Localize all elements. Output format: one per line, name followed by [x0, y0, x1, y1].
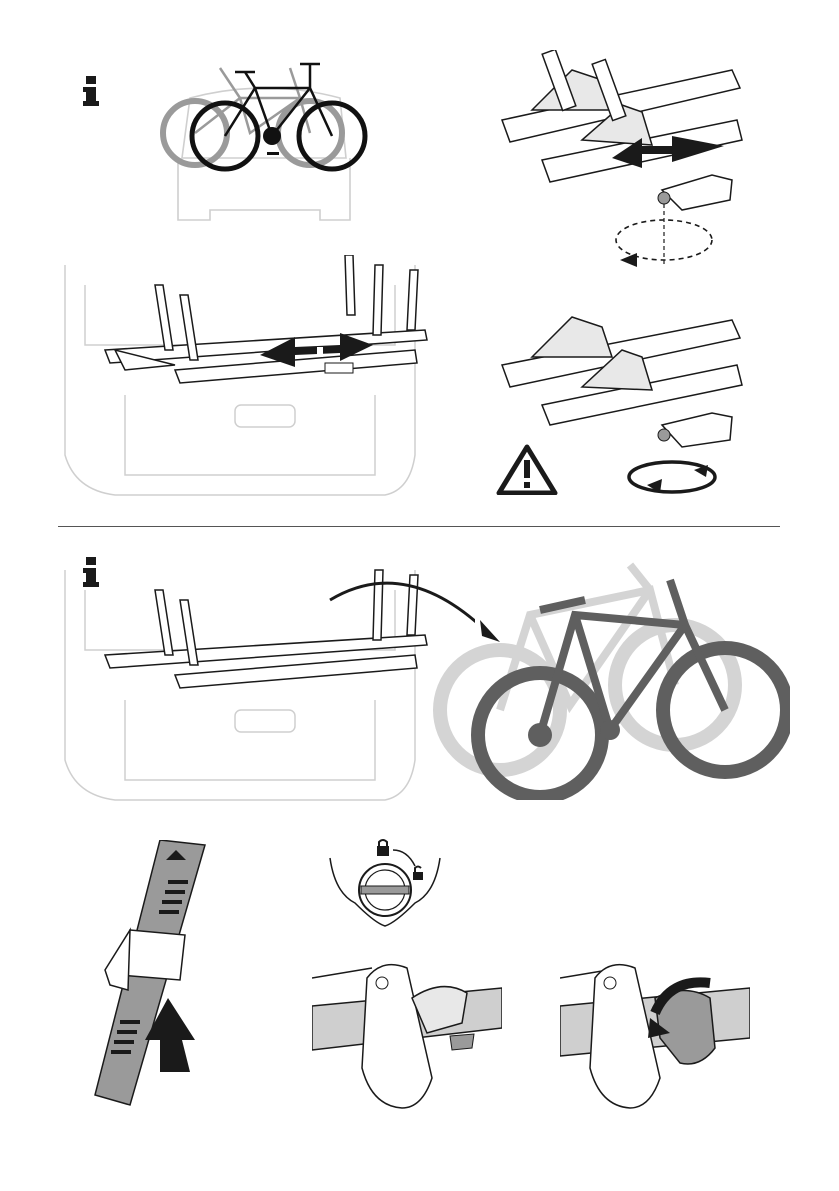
warning-triangle-icon — [499, 447, 555, 493]
clamp-close-illustration — [560, 958, 750, 1113]
clamp-open-illustration — [312, 958, 502, 1113]
car-rear-bikes-illustration — [150, 58, 380, 228]
info-icon — [80, 76, 102, 106]
rack-on-van-load-illustration — [55, 560, 475, 805]
bikes-illustration — [430, 555, 790, 800]
rack-arm-slide-illustration — [492, 50, 752, 280]
rack-on-van-slide-illustration — [55, 255, 475, 500]
lock-knob-illustration — [325, 838, 445, 933]
section-divider — [58, 526, 780, 527]
strap-tighten-illustration — [90, 840, 240, 1110]
rack-arm-tighten-illustration — [492, 295, 752, 495]
